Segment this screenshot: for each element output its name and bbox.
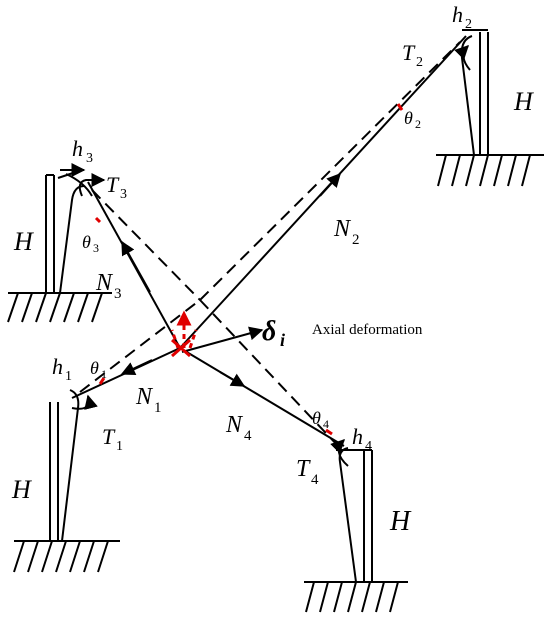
node-deformation-marks bbox=[170, 310, 198, 358]
svg-text:T: T bbox=[106, 172, 120, 197]
cable-4 bbox=[179, 347, 345, 447]
label-theta4: θ 4 bbox=[312, 408, 329, 431]
label-T3: T 3 bbox=[106, 172, 127, 202]
svg-text:i: i bbox=[280, 330, 285, 350]
mast-1 bbox=[49, 389, 80, 542]
svg-text:1: 1 bbox=[65, 369, 72, 384]
svg-text:N: N bbox=[95, 270, 114, 296]
theta3-mark bbox=[94, 216, 102, 224]
label-H-left-bottom: H bbox=[11, 475, 32, 504]
svg-text:2: 2 bbox=[352, 232, 360, 248]
N1-arrow bbox=[120, 359, 153, 376]
svg-text:T: T bbox=[102, 424, 116, 449]
label-H-left-top: H bbox=[13, 227, 34, 256]
cable-4-original bbox=[199, 299, 341, 449]
svg-text:N: N bbox=[333, 216, 352, 242]
T3-moment-arrow bbox=[78, 173, 106, 197]
svg-text:1: 1 bbox=[154, 400, 162, 416]
label-axial-deformation: Axial deformation bbox=[312, 322, 423, 338]
ground-left-bottom bbox=[13, 540, 120, 573]
ground-right-bottom bbox=[304, 581, 408, 613]
svg-text:h: h bbox=[352, 424, 363, 449]
svg-text:T: T bbox=[402, 40, 416, 65]
svg-text:4: 4 bbox=[365, 439, 372, 454]
svg-text:θ: θ bbox=[404, 108, 413, 128]
ground-left-top bbox=[7, 292, 112, 323]
cable-2-original bbox=[199, 41, 461, 301]
T4-moment-arrow bbox=[330, 439, 349, 467]
svg-text:2: 2 bbox=[415, 117, 421, 131]
cable-1-original bbox=[79, 299, 201, 393]
mast-3 bbox=[45, 171, 93, 294]
svg-text:3: 3 bbox=[120, 187, 127, 202]
label-h3: h 3 bbox=[72, 136, 93, 166]
label-T2: T 2 bbox=[402, 40, 423, 70]
theta1-mark bbox=[98, 377, 106, 385]
svg-text:1: 1 bbox=[116, 439, 123, 454]
svg-text:3: 3 bbox=[114, 286, 122, 302]
svg-text:θ: θ bbox=[82, 232, 91, 252]
mast-4 bbox=[336, 447, 373, 583]
svg-text:θ: θ bbox=[312, 408, 321, 428]
svg-text:h: h bbox=[52, 354, 63, 379]
svg-text:T: T bbox=[296, 456, 311, 482]
svg-text:δ: δ bbox=[262, 316, 276, 347]
label-N4: N 4 bbox=[225, 412, 252, 444]
svg-text:h: h bbox=[72, 136, 83, 161]
svg-text:h: h bbox=[452, 2, 463, 27]
label-H-right-bottom: H bbox=[389, 506, 412, 537]
T1-moment-arrow bbox=[71, 394, 98, 410]
cable-3-original bbox=[91, 189, 201, 301]
N3-arrow bbox=[121, 240, 151, 293]
label-h2: h 2 bbox=[452, 2, 472, 32]
label-theta2: θ 2 bbox=[404, 108, 421, 131]
label-theta1: θ 1 bbox=[90, 358, 107, 381]
N4-arrow bbox=[219, 371, 246, 387]
svg-text:2: 2 bbox=[416, 55, 423, 70]
svg-text:θ: θ bbox=[90, 358, 99, 378]
svg-text:3: 3 bbox=[86, 151, 93, 166]
label-H-right-top: H bbox=[513, 87, 534, 116]
delta-arrow bbox=[181, 326, 264, 353]
N2-arrow bbox=[319, 172, 341, 197]
svg-text:1: 1 bbox=[101, 367, 107, 381]
label-theta3: θ 3 bbox=[82, 232, 99, 255]
svg-text:3: 3 bbox=[93, 241, 99, 255]
theta4-mark bbox=[325, 428, 333, 436]
ground-right-top bbox=[436, 154, 544, 187]
label-N3: N 3 bbox=[95, 270, 122, 302]
T2-moment-arrow bbox=[454, 45, 471, 71]
label-T1: T 1 bbox=[102, 424, 123, 454]
svg-text:2: 2 bbox=[465, 17, 472, 32]
label-delta: δ i bbox=[262, 316, 285, 350]
svg-text:4: 4 bbox=[311, 472, 319, 488]
label-N2: N 2 bbox=[333, 216, 360, 248]
label-h1: h 1 bbox=[52, 354, 72, 384]
label-T4: T 4 bbox=[296, 456, 319, 488]
svg-text:N: N bbox=[225, 412, 244, 438]
label-h4: h 4 bbox=[352, 424, 372, 454]
svg-text:4: 4 bbox=[323, 417, 329, 431]
svg-text:4: 4 bbox=[244, 428, 252, 444]
label-N1: N 1 bbox=[135, 384, 162, 416]
svg-text:N: N bbox=[135, 384, 154, 410]
theta2-mark bbox=[396, 103, 404, 111]
